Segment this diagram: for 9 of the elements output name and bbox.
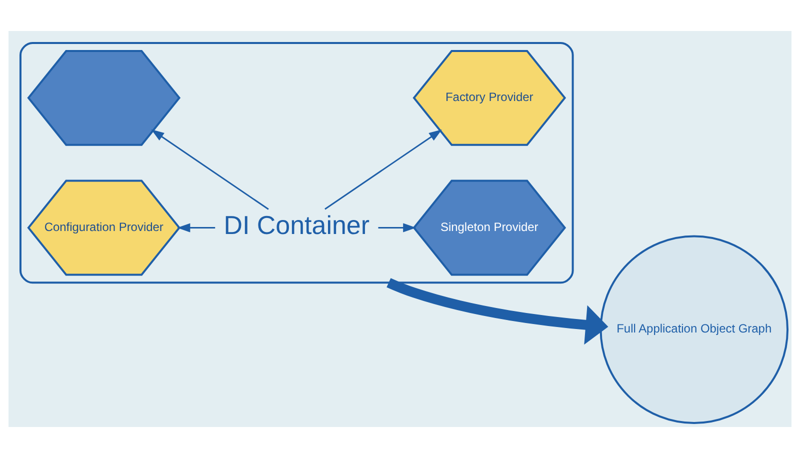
arrow [151, 128, 269, 210]
arrow [378, 222, 416, 232]
node-circle: Full Application Object Graph [600, 234, 788, 424]
node-hexagon [27, 49, 181, 146]
arrow [386, 278, 608, 344]
arrow [177, 222, 216, 232]
node-text: DI Container [224, 210, 370, 240]
cluster [19, 41, 574, 284]
arrow [324, 129, 442, 210]
